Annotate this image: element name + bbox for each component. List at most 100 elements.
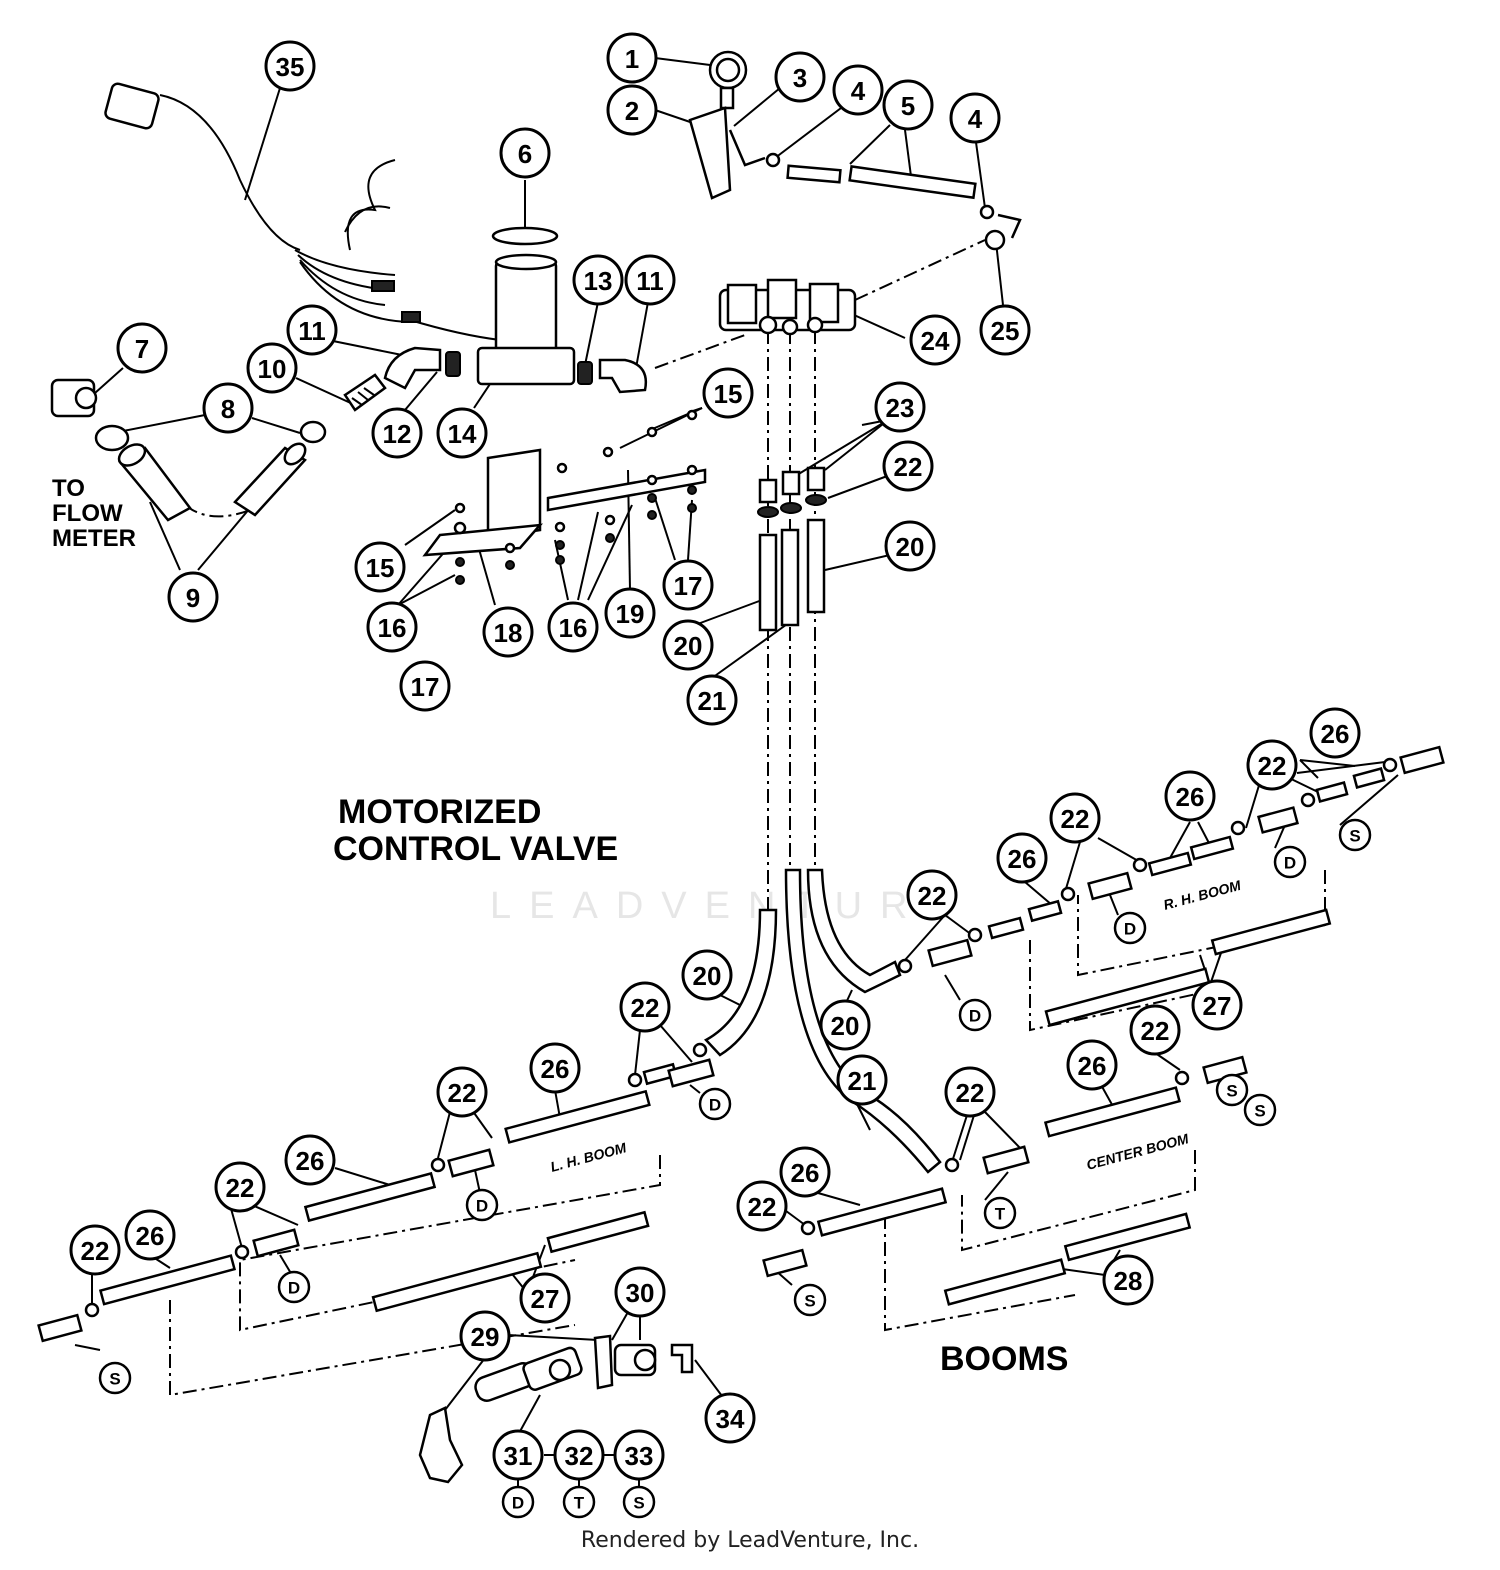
callout-26[interactable]: 26 (1164, 770, 1216, 822)
callout-35[interactable]: 35 (264, 40, 316, 92)
callout-20[interactable]: 20 (662, 619, 714, 671)
callout-21[interactable]: 21 (686, 674, 738, 726)
callout-22[interactable]: 22 (906, 869, 958, 921)
tip-marker-S[interactable]: S (1215, 1073, 1249, 1107)
callout-18[interactable]: 18 (482, 606, 534, 658)
callout-13[interactable]: 13 (572, 254, 624, 306)
svg-text:22: 22 (631, 993, 660, 1023)
svg-text:11: 11 (298, 316, 326, 346)
callout-11[interactable]: 11 (624, 254, 676, 306)
callout-22[interactable]: 22 (1246, 739, 1298, 791)
tip-marker-D[interactable]: D (501, 1485, 535, 1519)
callout-3[interactable]: 3 (774, 51, 826, 103)
callout-26[interactable]: 26 (779, 1146, 831, 1198)
svg-text:22: 22 (1141, 1016, 1170, 1046)
callout-28[interactable]: 28 (1102, 1254, 1154, 1306)
callout-21[interactable]: 21 (836, 1054, 888, 1106)
callout-30[interactable]: 30 (614, 1266, 666, 1318)
callout-22[interactable]: 22 (69, 1224, 121, 1276)
tip-marker-S[interactable]: S (98, 1361, 132, 1395)
svg-text:T: T (995, 1205, 1006, 1224)
callout-20[interactable]: 20 (681, 949, 733, 1001)
callout-1[interactable]: 1 (606, 32, 658, 84)
callout-27[interactable]: 27 (519, 1272, 571, 1324)
callout-27[interactable]: 27 (1191, 979, 1243, 1031)
callout-26[interactable]: 26 (529, 1042, 581, 1094)
tip-marker-D[interactable]: D (698, 1087, 732, 1121)
svg-text:29: 29 (471, 1322, 500, 1352)
callout-33[interactable]: 33 (613, 1429, 665, 1481)
svg-text:8: 8 (221, 394, 235, 424)
svg-text:11: 11 (636, 266, 664, 296)
svg-text:5: 5 (901, 91, 915, 121)
tip-marker-T[interactable]: T (983, 1196, 1017, 1230)
tip-marker-S[interactable]: S (1243, 1093, 1277, 1127)
tip-marker-D[interactable]: D (1273, 845, 1307, 879)
tip-marker-D[interactable]: D (465, 1188, 499, 1222)
callout-2[interactable]: 2 (606, 84, 658, 136)
svg-text:27: 27 (1203, 991, 1232, 1021)
callout-8[interactable]: 8 (202, 382, 254, 434)
callout-16[interactable]: 16 (547, 601, 599, 653)
callout-16[interactable]: 16 (366, 601, 418, 653)
callout-6[interactable]: 6 (499, 127, 551, 179)
callout-20[interactable]: 20 (819, 999, 871, 1051)
callout-25[interactable]: 25 (979, 304, 1031, 356)
callout-26[interactable]: 26 (996, 832, 1048, 884)
callout-4[interactable]: 4 (832, 64, 884, 116)
callout-22[interactable]: 22 (619, 981, 671, 1033)
svg-text:20: 20 (693, 961, 722, 991)
callout-26[interactable]: 26 (1066, 1039, 1118, 1091)
svg-text:6: 6 (518, 139, 532, 169)
callout-26[interactable]: 26 (124, 1209, 176, 1261)
callout-9[interactable]: 9 (167, 571, 219, 623)
callout-17[interactable]: 17 (399, 660, 451, 712)
tip-marker-S[interactable]: S (1338, 818, 1372, 852)
callout-4[interactable]: 4 (949, 92, 1001, 144)
callout-22[interactable]: 22 (1049, 792, 1101, 844)
svg-text:12: 12 (383, 419, 412, 449)
svg-text:35: 35 (276, 52, 305, 82)
callout-26[interactable]: 26 (1309, 707, 1361, 759)
callout-22[interactable]: 22 (944, 1066, 996, 1118)
callout-22[interactable]: 22 (882, 440, 934, 492)
callout-7[interactable]: 7 (116, 322, 168, 374)
callout-10[interactable]: 10 (246, 342, 298, 394)
callout-31[interactable]: 31 (492, 1429, 544, 1481)
svg-text:9: 9 (186, 583, 200, 613)
svg-text:15: 15 (714, 379, 743, 409)
tip-marker-S[interactable]: S (622, 1485, 656, 1519)
callout-23[interactable]: 23 (874, 381, 926, 433)
svg-text:22: 22 (226, 1173, 255, 1203)
callout-22[interactable]: 22 (214, 1161, 266, 1213)
svg-text:26: 26 (1078, 1051, 1107, 1081)
svg-text:3: 3 (793, 63, 807, 93)
svg-text:2: 2 (625, 96, 639, 126)
callout-24[interactable]: 24 (909, 314, 961, 366)
callout-22[interactable]: 22 (1129, 1004, 1181, 1056)
svg-text:26: 26 (1321, 719, 1350, 749)
callout-34[interactable]: 34 (704, 1392, 756, 1444)
callout-32[interactable]: 32 (553, 1429, 605, 1481)
svg-text:S: S (633, 1494, 644, 1513)
callout-15[interactable]: 15 (354, 541, 406, 593)
callout-12[interactable]: 12 (371, 407, 423, 459)
callout-19[interactable]: 19 (604, 587, 656, 639)
callout-17[interactable]: 17 (662, 559, 714, 611)
callout-22[interactable]: 22 (436, 1066, 488, 1118)
tip-marker-D[interactable]: D (958, 998, 992, 1032)
callout-20[interactable]: 20 (884, 520, 936, 572)
callout-11[interactable]: 11 (286, 304, 338, 356)
tip-marker-S[interactable]: S (793, 1283, 827, 1317)
svg-text:34: 34 (716, 1404, 745, 1434)
callout-29[interactable]: 29 (459, 1310, 511, 1362)
callout-22[interactable]: 22 (736, 1180, 788, 1232)
callout-26[interactable]: 26 (284, 1134, 336, 1186)
tip-marker-D[interactable]: D (1113, 911, 1147, 945)
tip-marker-T[interactable]: T (562, 1485, 596, 1519)
callout-15[interactable]: 15 (702, 367, 754, 419)
tip-marker-D[interactable]: D (277, 1270, 311, 1304)
callout-14[interactable]: 14 (436, 407, 488, 459)
callout-5[interactable]: 5 (882, 79, 934, 131)
